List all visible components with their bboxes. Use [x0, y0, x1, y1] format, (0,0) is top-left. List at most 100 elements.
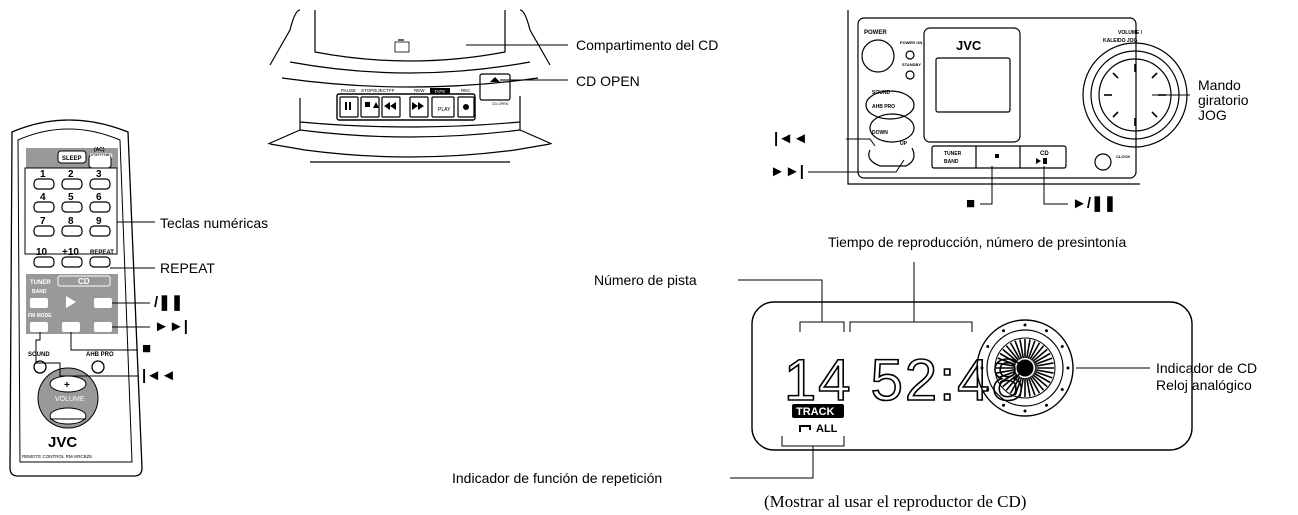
track-text: TRACK: [796, 406, 835, 418]
remote-key-7: 7: [40, 216, 46, 227]
top-btn-ff: FF: [389, 88, 395, 93]
label-cd-open: CD OPEN: [576, 73, 640, 89]
remote-key-8: 8: [68, 216, 74, 227]
panel-kaleido-text: KALEIDO JOG: [1103, 38, 1138, 44]
remote-cd-text: CD: [78, 277, 90, 286]
label-stop-remote: ■: [142, 340, 152, 357]
remote-brand-logo: JVC: [48, 434, 77, 451]
remote-sleep-text: SLEEP: [62, 156, 82, 162]
label-indicador-cd: Indicador de CD Reloj analógico: [1156, 360, 1257, 394]
top-btn-rew: REW: [414, 88, 425, 93]
figure-caption: (Mostrar al usar el reproductor de CD): [764, 492, 1027, 511]
track-badge: [792, 404, 844, 418]
clock-dot: [986, 345, 990, 348]
display-leaders: [730, 262, 1150, 479]
remote-key-3: 3: [96, 169, 102, 180]
panel-band-text: BAND: [944, 159, 959, 165]
label-next-panel: ►►|: [770, 163, 804, 180]
panel-down-text: DOWN: [872, 130, 888, 136]
remote-band-text: BAND: [32, 289, 47, 295]
label-indicador-repeticion: Indicador de función de repetición: [452, 470, 663, 486]
numeric-keys: [33, 178, 111, 268]
cd-indicator-spokes: [996, 339, 1054, 397]
cd-spoke: [1019, 339, 1025, 359]
label-indicador-cd-line1: Indicador de CD: [1156, 360, 1258, 376]
panel-leaders: [808, 94, 1190, 205]
remote-key-2: 2: [68, 169, 74, 180]
top-leaders: [466, 44, 568, 81]
cd-spoke: [996, 362, 1016, 368]
label-stop-panel: ■: [966, 195, 976, 212]
top-btn-pause: PAUSE: [341, 88, 356, 93]
repeat-arrow-icon: [799, 425, 811, 432]
panel-ahbpro-text: AHB PRO: [872, 104, 895, 110]
top-btn-stop-eject: STOP/EJECT: [361, 88, 389, 93]
remote-power-text: POWER: [90, 154, 113, 160]
cd-spoke: [999, 372, 1017, 384]
cd-spoke: [1032, 373, 1048, 388]
front-panel: [847, 10, 1188, 185]
label-compartimento: Compartimento del CD: [576, 37, 719, 53]
remote-key-1: 1: [40, 169, 46, 180]
top-cd-open-text: CD-OPEN: [492, 102, 509, 106]
panel-sound-text: SOUND: [872, 90, 890, 96]
label-play-pause-remote: /❚❚: [154, 294, 184, 311]
clock-dot: [1002, 329, 1005, 333]
top-unit: [267, 9, 553, 163]
cd-spoke: [1009, 376, 1021, 394]
analog-clock-dots: [980, 323, 1070, 413]
remote-sound-text: SOUND: [28, 352, 50, 358]
panel-clock-text: CLOCK: [1116, 154, 1130, 159]
label-next-remote: ►►|: [154, 318, 188, 335]
top-btn-tape: TAPE: [434, 89, 445, 94]
cd-spoke: [1029, 342, 1041, 360]
top-btn-rec: REC: [461, 88, 471, 93]
cd-spoke: [1030, 375, 1045, 391]
label-prev-panel: |◄◄: [774, 130, 808, 147]
jog-ticks: [1104, 64, 1166, 126]
label-mando-line1: Mando: [1198, 77, 1241, 93]
remote-repeat-text: REPEAT: [90, 250, 114, 256]
clock-dot: [1066, 366, 1070, 370]
label-repeat: REPEAT: [160, 260, 215, 276]
cd-spoke: [1033, 352, 1051, 364]
remote-tuner-text: TUNER: [30, 280, 51, 286]
cd-spoke: [1019, 377, 1025, 397]
clock-dot: [1060, 345, 1064, 348]
cd-spoke: [1029, 376, 1041, 394]
cd-spoke: [1002, 373, 1018, 388]
label-mando: Mando giratorio JOG: [1198, 78, 1249, 123]
remote-key-6: 6: [96, 192, 102, 203]
label-tiempo: Tiempo de reproducción, número de presin…: [828, 234, 1127, 250]
cd-spoke: [1014, 377, 1023, 396]
cd-spoke: [1025, 377, 1031, 397]
remote-key-4: 4: [40, 192, 46, 203]
panel-power-text: POWER: [864, 30, 887, 36]
all-text: ALL: [816, 423, 838, 435]
cd-spoke: [1027, 377, 1036, 396]
remote-leaders: [35, 168, 155, 377]
clock-dot: [1045, 329, 1048, 333]
cd-spoke: [997, 370, 1016, 379]
panel-standby-text: STANDBY: [902, 62, 921, 67]
cd-spoke: [1033, 372, 1051, 384]
remote-control: [9, 119, 143, 477]
clock-dot: [1023, 323, 1027, 327]
cd-spoke: [1034, 362, 1054, 368]
panel-volume-text: VOLUME /: [1118, 30, 1143, 36]
clock-dot: [1060, 388, 1064, 391]
panel-brand-logo: JVC: [956, 38, 982, 53]
cd-spoke: [1025, 339, 1031, 359]
label-mando-line3: JOG: [1198, 107, 1227, 123]
panel-tuner-text: TUNER: [944, 151, 962, 157]
remote-ahbpro-text: AHB PRO: [86, 352, 114, 358]
lcd-display: [751, 301, 1193, 451]
cd-spoke: [1014, 340, 1023, 359]
clock-dot: [1002, 403, 1005, 407]
clock-dot: [1045, 403, 1048, 407]
label-numero-pista: Número de pista: [594, 272, 697, 288]
cd-spoke: [1005, 345, 1020, 361]
remote-fmmode-text: FM MODE: [28, 313, 52, 319]
panel-up-text: UP: [900, 141, 908, 147]
cd-spoke: [1034, 357, 1053, 366]
